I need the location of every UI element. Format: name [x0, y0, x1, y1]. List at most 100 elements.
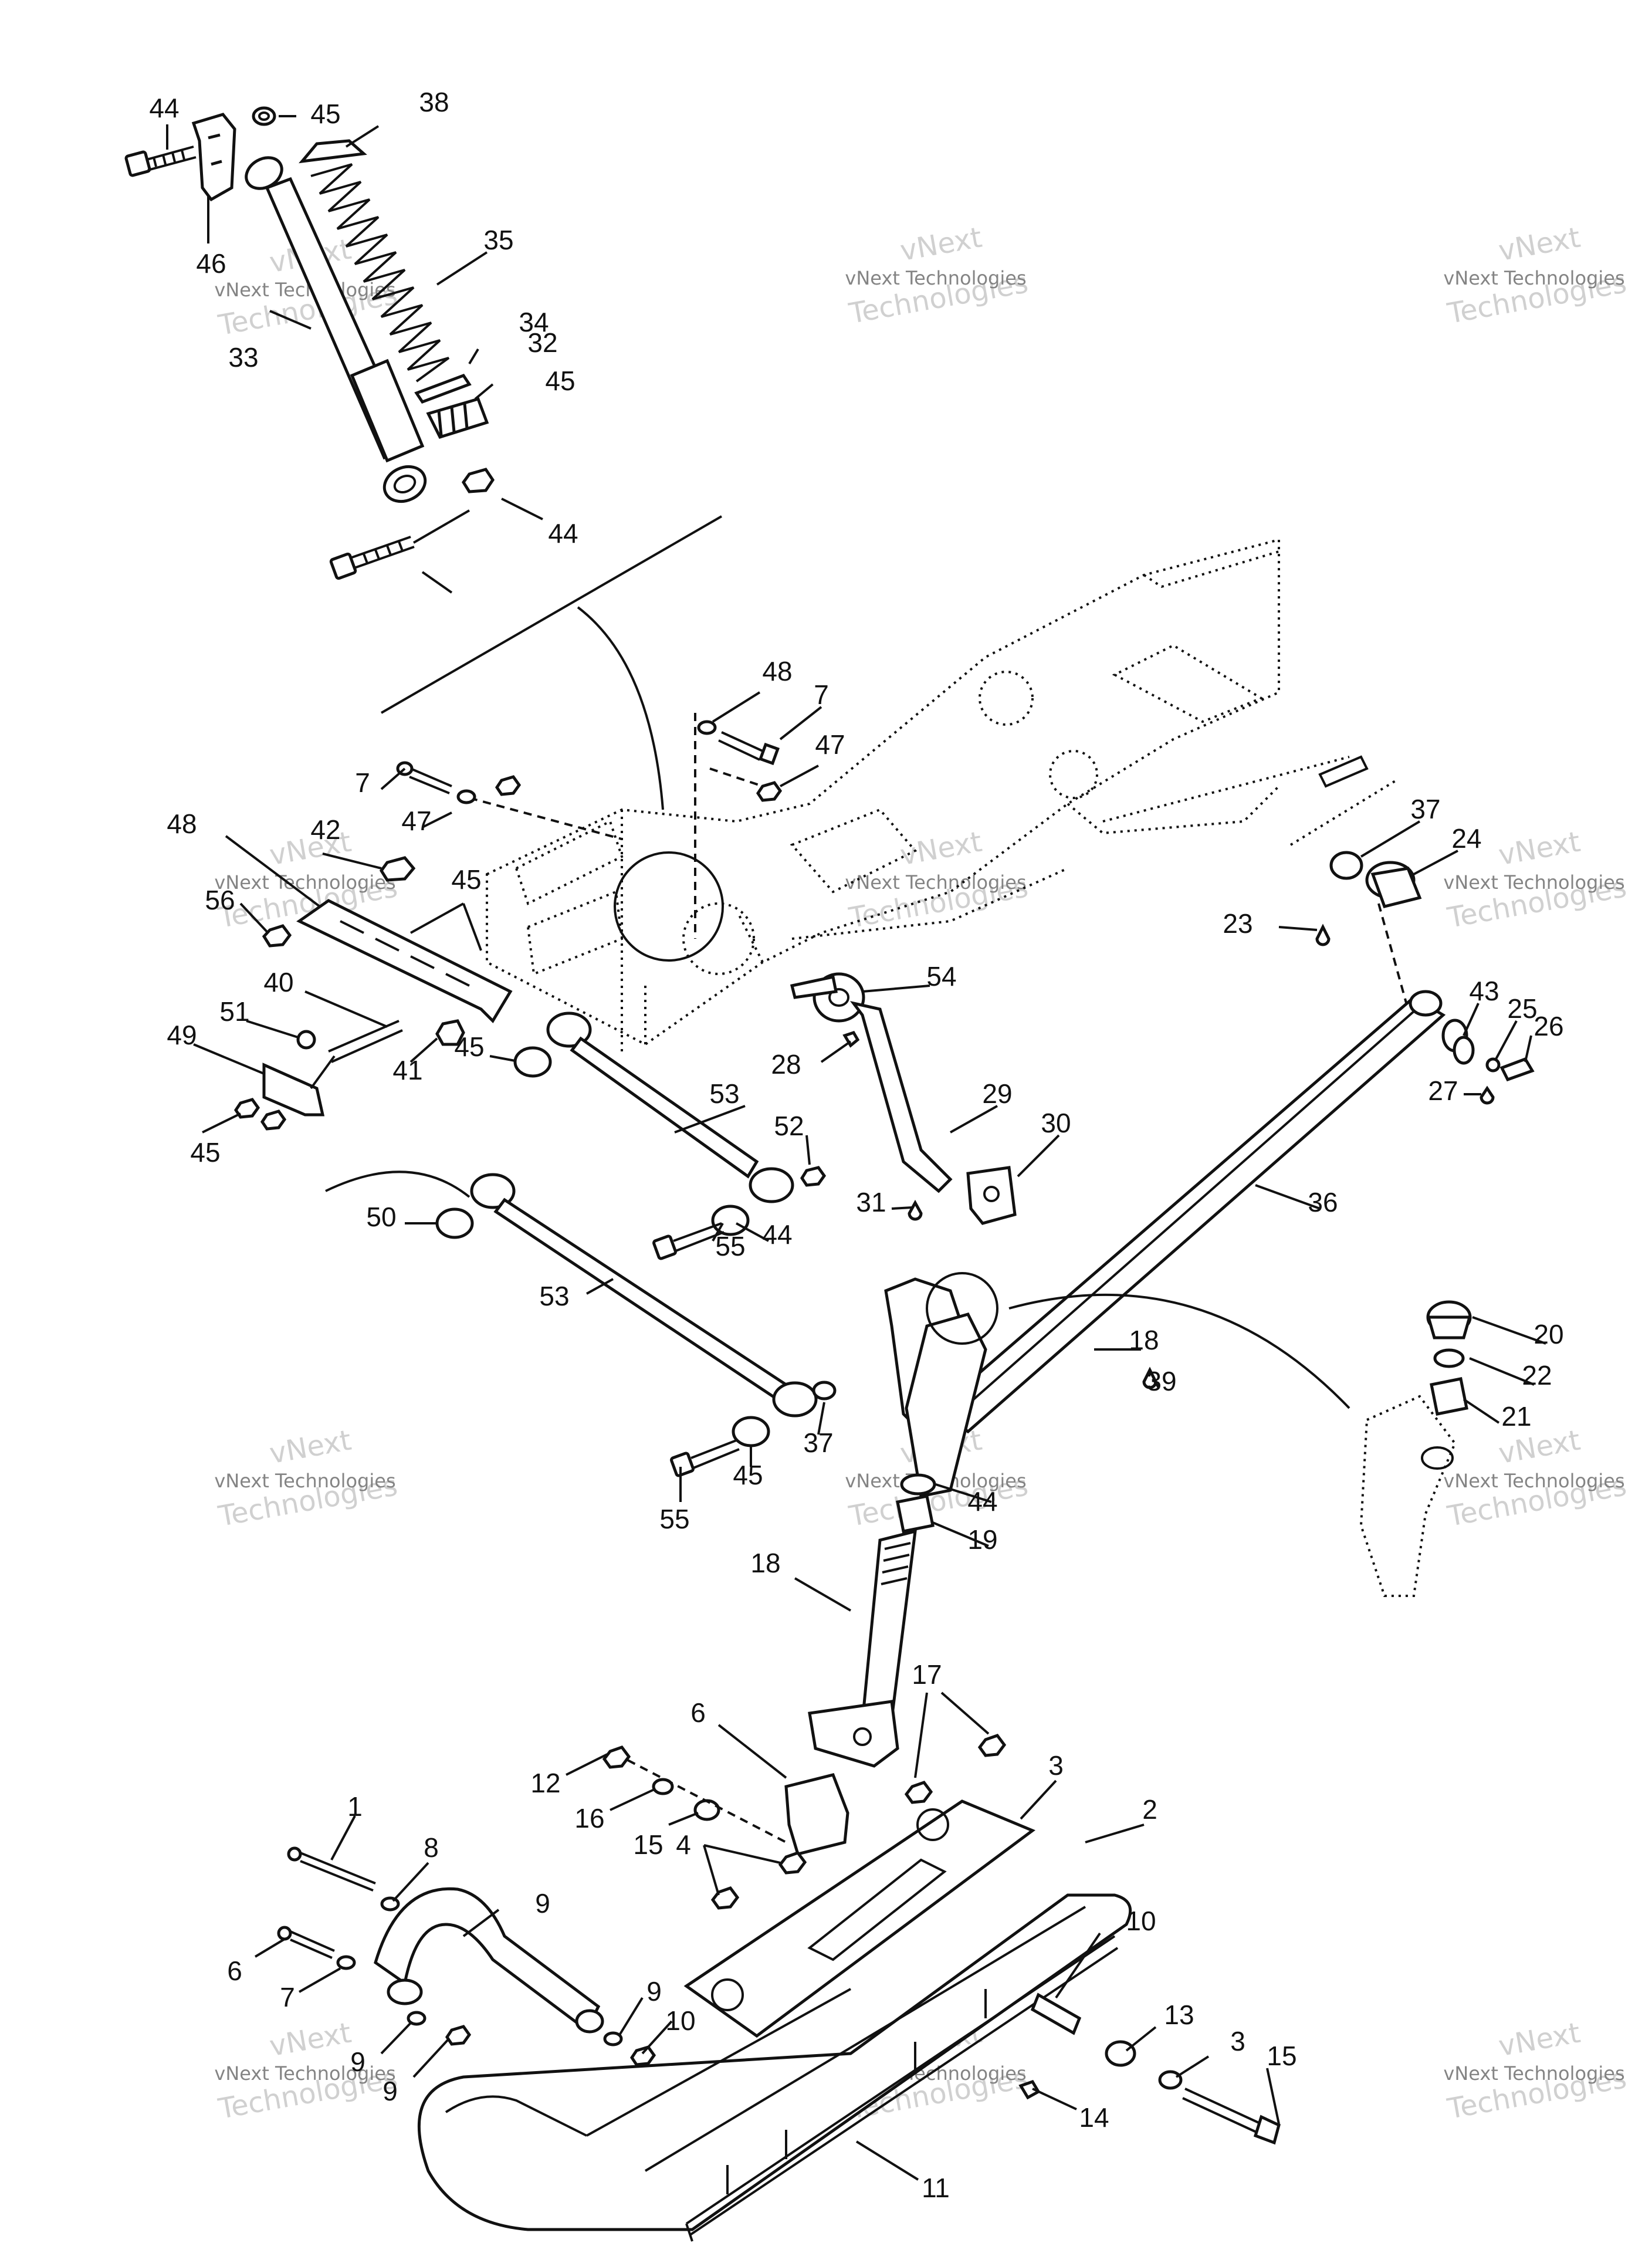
callout-18: 18	[750, 1548, 780, 1578]
callout-12: 12	[530, 1768, 560, 1798]
callout-3: 3	[1230, 2026, 1245, 2056]
callout-51: 51	[219, 996, 249, 1027]
runner-5	[685, 1935, 1119, 2242]
callout-48: 48	[167, 808, 197, 839]
washers-25-26-27	[1453, 1036, 1535, 1082]
callout-4: 4	[676, 1829, 691, 1860]
callout-13: 13	[1164, 2000, 1194, 2030]
spring-cap-38	[299, 139, 367, 164]
bolt-7-ski	[277, 1926, 335, 1959]
callout-22: 22	[1522, 1360, 1552, 1391]
callout-40: 40	[263, 967, 293, 997]
watermark-caption: vNext Technologies	[1443, 1470, 1624, 1492]
ring-34	[414, 373, 472, 404]
bolt-14	[1182, 2088, 1281, 2145]
callout-31: 31	[856, 1187, 886, 1217]
watermark-caption: vNext Technologies	[1443, 871, 1624, 894]
callout-9: 9	[646, 1976, 662, 2007]
nut-45-lower	[461, 468, 495, 493]
callout-20: 20	[1533, 1319, 1563, 1349]
callout-11: 11	[922, 2173, 950, 2203]
watermark-caption: vNext Technologies	[845, 871, 1026, 894]
link-52	[513, 1012, 827, 1236]
callout-42: 42	[310, 814, 340, 845]
bolt-7-upper	[697, 720, 780, 766]
watermark-caption: vNext Technologies	[214, 2062, 395, 2085]
steering-column-17	[808, 1473, 936, 1768]
callout-55: 55	[659, 1504, 689, 1534]
callout-29: 29	[982, 1078, 1012, 1109]
watermark-word-top: vNext	[1496, 826, 1583, 872]
bolt-44-link-lower	[670, 1439, 740, 1477]
callout-47: 47	[401, 806, 431, 836]
grease-37-arm	[908, 1199, 923, 1221]
callout-38: 38	[419, 87, 449, 117]
nut-16	[602, 1745, 631, 1769]
callout-10: 10	[665, 2005, 695, 2036]
callout-55: 55	[715, 1231, 745, 1261]
callout-45: 45	[190, 1137, 220, 1168]
watermark-caption: vNext Technologies	[1443, 2062, 1624, 2085]
watermark-caption: vNext Technologies	[214, 279, 395, 301]
callout-47: 47	[815, 729, 845, 760]
shock-absorber-assembly	[124, 106, 495, 580]
beam-20	[884, 990, 1468, 1498]
link-54	[325, 1171, 837, 1447]
callout-17: 17	[912, 1659, 942, 1690]
callout-46: 46	[196, 248, 226, 279]
leader-lines	[166, 115, 1546, 2181]
leader-dash-47	[709, 767, 763, 787]
callout-37: 37	[803, 1427, 833, 1458]
callout-44: 44	[762, 1219, 792, 1250]
leader-dash-23	[1377, 903, 1409, 1010]
watermark-word-top: vNext	[1496, 221, 1583, 268]
callout-54: 54	[926, 961, 956, 992]
callout-15: 15	[1267, 2041, 1296, 2071]
callout-50: 50	[366, 1202, 396, 1232]
spindle-detail	[1359, 1300, 1472, 1597]
callout-18: 18	[1129, 1325, 1159, 1355]
bolt-44-link	[652, 1222, 725, 1260]
callout-56: 56	[205, 885, 235, 915]
callout-36: 36	[1308, 1187, 1338, 1217]
bushing-24-23	[1318, 755, 1422, 908]
bolt-44-top	[124, 146, 197, 177]
callout-21: 21	[1501, 1401, 1531, 1432]
callout-44: 44	[149, 93, 179, 123]
steering-arm-30	[790, 972, 1017, 1225]
callout-35: 35	[483, 225, 513, 255]
callout-48: 48	[762, 656, 792, 686]
collar-32	[426, 397, 489, 439]
callout-44: 44	[548, 518, 578, 549]
callout-9: 9	[350, 2046, 365, 2077]
callout-7: 7	[355, 767, 370, 798]
watermark-caption: vNext Technologies	[1443, 267, 1624, 289]
callout-28: 28	[771, 1049, 801, 1080]
callout-45: 45	[545, 366, 575, 396]
ski-1	[417, 1893, 1132, 2231]
callout-45: 45	[454, 1031, 484, 1062]
callout-9: 9	[382, 2076, 398, 2106]
leader-dash-7	[469, 797, 622, 840]
callout-7: 7	[280, 1982, 295, 2012]
ski-plate-2	[683, 1799, 1036, 2038]
callout-26: 26	[1533, 1011, 1563, 1041]
callout-53: 53	[539, 1281, 569, 1311]
callout-45: 45	[451, 864, 481, 895]
callout-9: 9	[535, 1888, 550, 1919]
callout-27: 27	[1428, 1075, 1458, 1106]
spring-35	[310, 163, 450, 383]
watermark-word-top: vNext	[267, 2017, 354, 2063]
watermark-word-top: vNext	[898, 826, 984, 872]
callout-7: 7	[814, 679, 829, 710]
callout-53: 53	[709, 1078, 739, 1109]
shock-body-33	[245, 156, 427, 503]
callout-34: 34	[519, 307, 549, 337]
callout-6: 6	[690, 1697, 706, 1728]
callout-19: 19	[967, 1524, 997, 1555]
watermark-word-top: vNext	[1496, 2017, 1583, 2063]
callout-3: 3	[1048, 1750, 1064, 1781]
bracket-41	[233, 1019, 465, 1131]
grease-36	[1480, 1085, 1495, 1105]
